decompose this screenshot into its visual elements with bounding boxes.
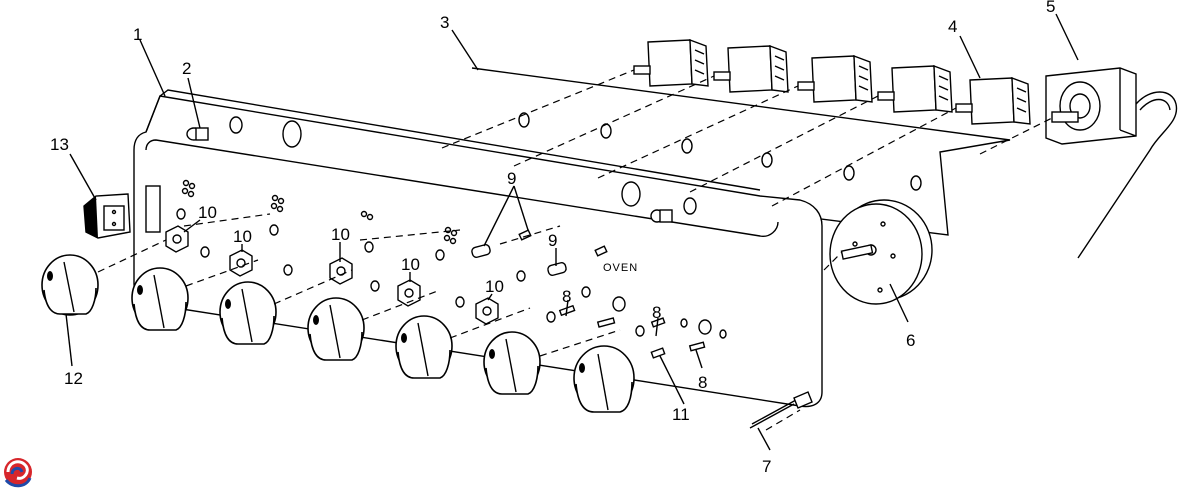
- control-knob-12: [41, 254, 99, 316]
- control-knob-b: [219, 281, 277, 345]
- brand-swirl-logo-icon: [4, 458, 32, 488]
- spacer-pins: [471, 229, 608, 276]
- callout-10-b: 10: [233, 227, 252, 246]
- callout-8-b: 8: [652, 303, 661, 322]
- energy-regulator-3: [797, 54, 873, 103]
- callout-12: 12: [64, 369, 83, 388]
- callout-3: 3: [440, 13, 449, 32]
- callout-10-d: 10: [401, 255, 420, 274]
- callout-1: 1: [133, 25, 142, 44]
- callout-6: 6: [906, 331, 915, 350]
- energy-regulator-2: [713, 44, 789, 93]
- assembly-dashed-lines: [97, 69, 1053, 431]
- control-knob-c: [307, 297, 365, 361]
- energy-regulator-4: [877, 64, 953, 113]
- control-knob-f: [573, 345, 635, 413]
- control-knob-e: [483, 331, 541, 395]
- callout-5: 5: [1046, 0, 1055, 16]
- callout-2: 2: [182, 59, 191, 78]
- callout-11: 11: [672, 405, 690, 424]
- control-knob-d: [395, 315, 453, 379]
- control-knob-a: [131, 267, 189, 331]
- callout-10-a: 10: [198, 203, 217, 222]
- leader-lines: [65, 13, 1079, 451]
- callout-labels: 1 2 3 4 5 6 7 8 8 8 9 9 10 10 10 10 10 1…: [50, 0, 1055, 476]
- callout-7: 7: [762, 457, 771, 476]
- oven-timer: [829, 199, 933, 305]
- fixing-screw: [749, 391, 813, 429]
- callout-10-c: 10: [331, 225, 350, 244]
- oven-thermostat: [1045, 67, 1178, 259]
- callout-4: 4: [948, 17, 957, 36]
- oven-label: OVEN: [603, 262, 638, 274]
- callout-9-a: 9: [507, 169, 516, 188]
- callout-13: 13: [50, 135, 69, 154]
- neon-indicator: [186, 127, 673, 223]
- callout-8-c: 8: [698, 373, 707, 392]
- callout-8-a: 8: [562, 287, 571, 306]
- energy-regulator-5: [955, 76, 1031, 125]
- energy-regulator-1: [633, 38, 709, 87]
- callout-10-e: 10: [485, 277, 504, 296]
- rocker-switch: [83, 193, 131, 239]
- indicator-holes: [181, 179, 458, 245]
- callout-9-b: 9: [548, 231, 557, 250]
